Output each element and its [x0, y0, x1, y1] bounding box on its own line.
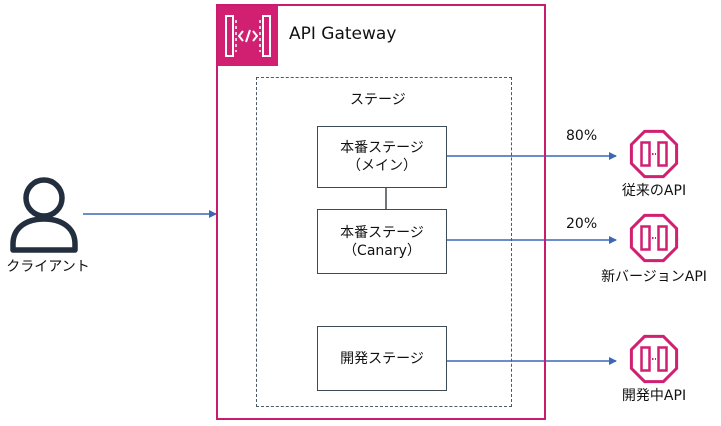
stage-box-dev: 開発ステージ — [317, 326, 447, 391]
target-api-legacy: 従来のAPI — [621, 183, 687, 199]
stage-dev-line1: 開発ステージ — [340, 350, 424, 367]
stage-prod-canary-line1: 本番ステージ — [340, 224, 424, 241]
stage-group-box — [256, 77, 512, 407]
stage-box-prod-main: 本番ステージ （メイン） — [317, 126, 447, 188]
api-gateway-frame — [216, 4, 546, 420]
api-endpoint-icon — [629, 213, 679, 263]
api-endpoint-icon — [629, 129, 679, 179]
target-api-new-version: 新バージョンAPI — [601, 269, 707, 285]
api-gateway-title: API Gateway — [289, 24, 397, 44]
client-label: クライアント — [6, 259, 90, 275]
api-endpoint-icon — [629, 334, 679, 384]
stage-prod-main-line1: 本番ステージ — [340, 140, 424, 156]
target-api-dev: 開発中API — [621, 388, 687, 404]
api-gateway-icon — [218, 6, 278, 66]
route-percent-main: 80% — [566, 128, 598, 144]
route-percent-canary: 20% — [566, 216, 598, 232]
stage-prod-main-line2: （メイン） — [347, 158, 417, 174]
stage-prod-canary-line2: （Canary） — [343, 242, 421, 259]
user-icon — [10, 177, 78, 253]
stage-group-label: ステージ — [350, 92, 406, 108]
stage-box-prod-canary: 本番ステージ （Canary） — [317, 209, 447, 274]
